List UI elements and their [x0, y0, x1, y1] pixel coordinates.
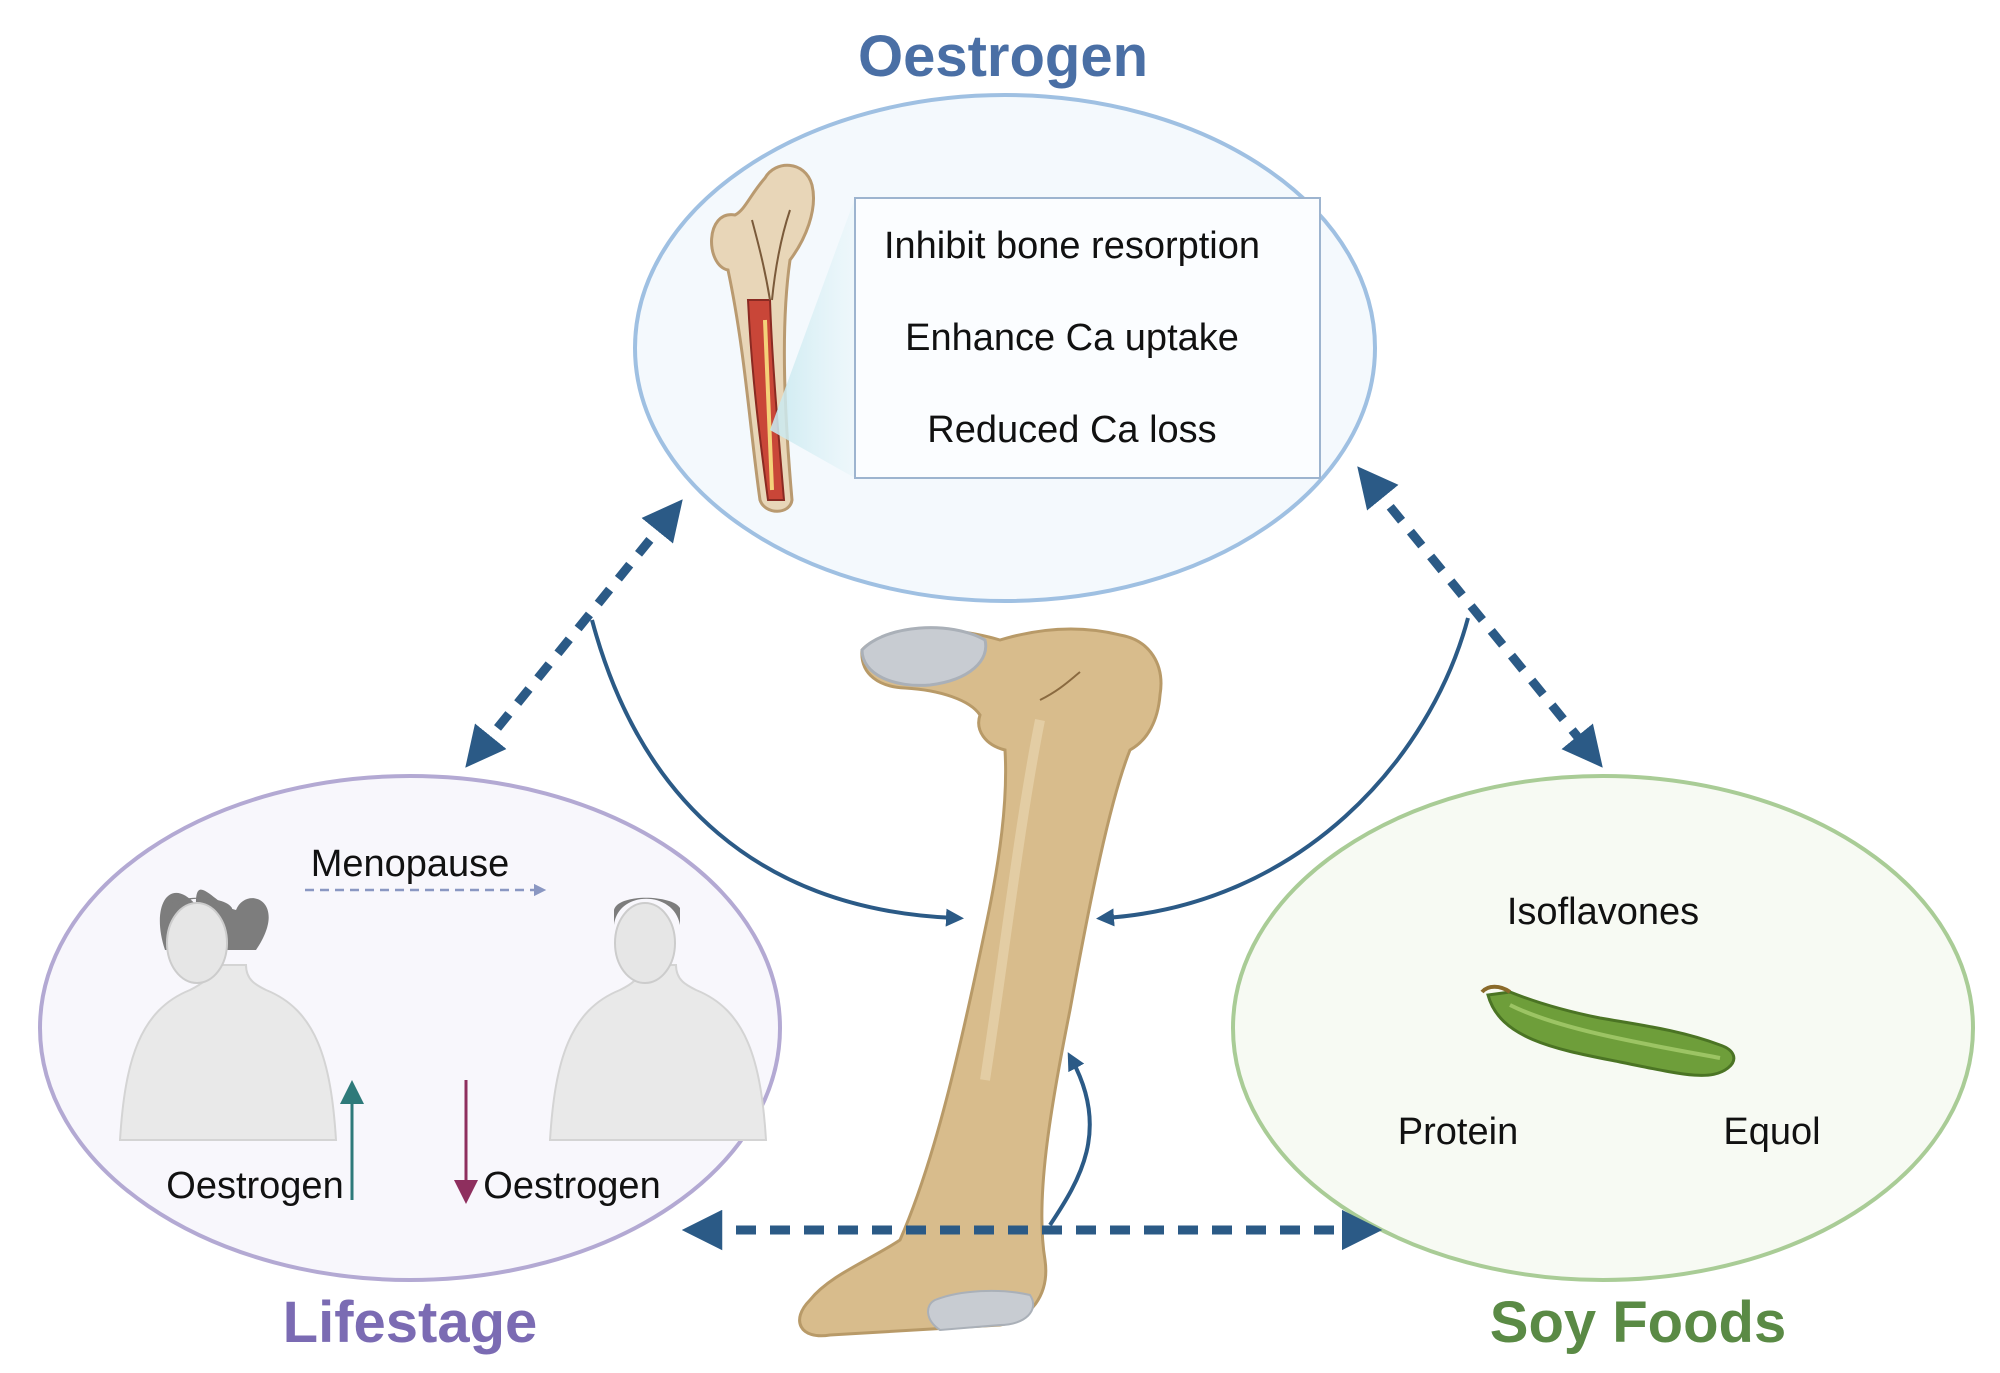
- oestrogen-soy-link: [1357, 466, 1603, 768]
- woman-before-icon: [118, 889, 338, 1141]
- effect-enhance-ca-uptake: Enhance Ca uptake: [905, 317, 1239, 359]
- lifestage-panel: Menopause Oestrogen Oestrogen Lifestage: [38, 774, 782, 1355]
- lifestage-to-bone-arrow: [1048, 1052, 1092, 1227]
- oestrogen-title: Oestrogen: [858, 24, 1148, 89]
- soy-panel: Isoflavones Protein Equol Soy Foods: [1231, 774, 1975, 1355]
- connector-arrows: [465, 466, 1603, 1251]
- oestrogen-after-label: Oestrogen: [483, 1165, 660, 1207]
- oestrogen-to-bone-left-arrow: [590, 619, 964, 927]
- protein-label: Protein: [1398, 1111, 1518, 1153]
- zoom-beam: [770, 198, 855, 478]
- oestrogen-before-label: Oestrogen: [166, 1165, 343, 1207]
- effect-inhibit-resorption: Inhibit bone resorption: [884, 225, 1260, 267]
- equol-label: Equol: [1723, 1111, 1820, 1153]
- woman-after-icon: [548, 897, 768, 1141]
- effects-box: [854, 197, 1321, 479]
- decrease-arrowhead: [454, 1180, 478, 1204]
- lifestage-ellipse: [38, 774, 782, 1282]
- oestrogen-panel: Inhibit bone resorption Enhance Ca uptak…: [633, 24, 1377, 603]
- effect-reduced-ca-loss: Reduced Ca loss: [927, 409, 1216, 451]
- femur-bone-icon: [798, 626, 1163, 1338]
- menopause-label: Menopause: [311, 843, 510, 885]
- lifestage-title: Lifestage: [283, 1290, 538, 1355]
- isoflavones-label: Isoflavones: [1507, 891, 1699, 933]
- soybean-pod-icon: [1480, 984, 1736, 1077]
- soy-foods-title: Soy Foods: [1490, 1290, 1786, 1355]
- soy-to-bone-arrow: [1096, 617, 1470, 927]
- oestrogen-lifestage-link: [465, 499, 683, 768]
- increase-arrowhead: [340, 1080, 364, 1104]
